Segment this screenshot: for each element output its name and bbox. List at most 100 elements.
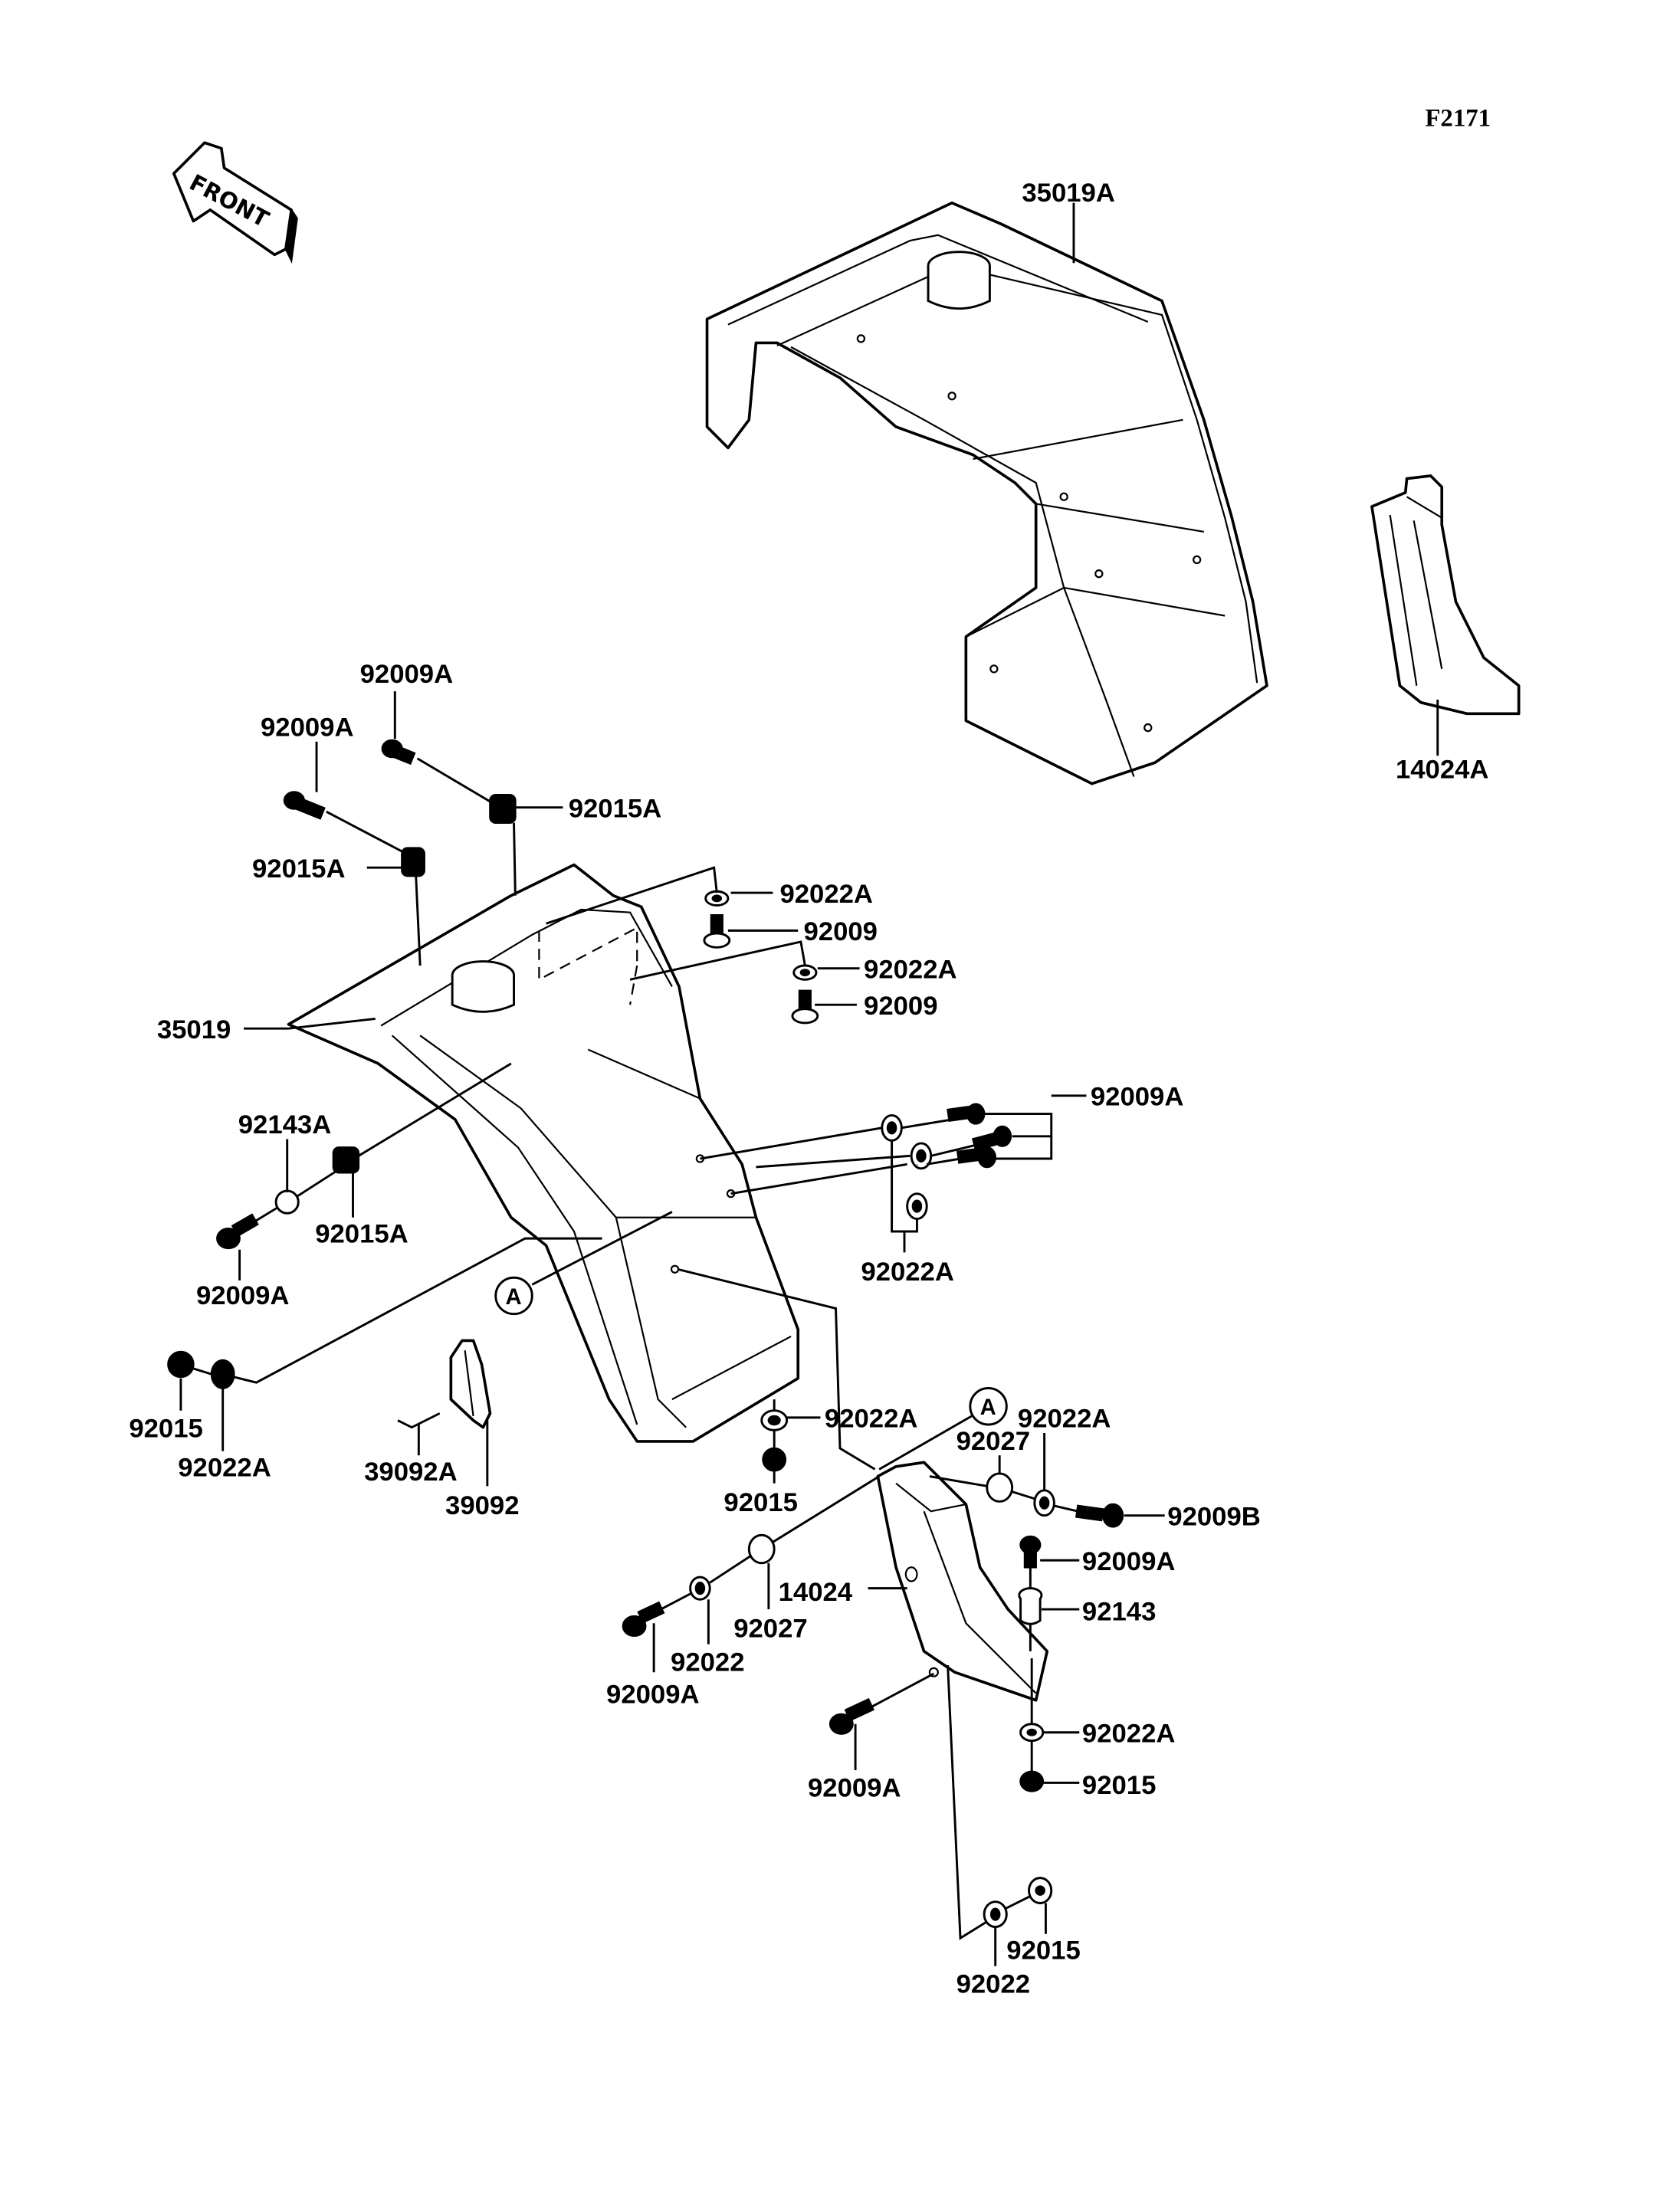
clip-icon xyxy=(449,1339,492,1429)
part-label-92015a[interactable]: 92015A xyxy=(252,854,346,884)
leader-line xyxy=(929,1475,987,1487)
part-label-92009a[interactable]: 92009A xyxy=(360,660,454,689)
leader-line xyxy=(772,1475,880,1543)
part-label-92022a[interactable]: 92022A xyxy=(861,1258,954,1287)
figure-id: F2171 xyxy=(1425,104,1491,132)
leader-line xyxy=(546,866,718,925)
rear-fender-a-drawing xyxy=(705,201,1268,785)
bolt-icon xyxy=(381,739,416,766)
part-label-92009[interactable]: 92009 xyxy=(864,992,937,1021)
reference-marker-a: A xyxy=(969,1387,1008,1426)
part-label-14024a[interactable]: 14024A xyxy=(1396,755,1489,784)
part-label-92015[interactable]: 92015 xyxy=(1082,1771,1156,1800)
leader-line xyxy=(930,1143,978,1157)
leader-line xyxy=(947,1665,991,1940)
leader-line xyxy=(358,1062,512,1157)
leader-line xyxy=(1012,1490,1035,1500)
leader-line xyxy=(531,1211,673,1286)
washer-icon xyxy=(1019,1723,1045,1743)
part-label-92022a[interactable]: 92022A xyxy=(178,1454,271,1483)
washer-icon xyxy=(983,1900,1008,1929)
leader-line xyxy=(709,1555,751,1584)
washer-icon xyxy=(906,1192,928,1221)
screw-icon xyxy=(791,989,819,1025)
part-label-92015[interactable]: 92015 xyxy=(1006,1936,1080,1966)
leader-line xyxy=(326,810,407,855)
leader-line xyxy=(901,1118,953,1130)
washer-icon xyxy=(792,964,818,981)
screw-icon xyxy=(703,914,731,949)
leader-line xyxy=(660,1592,691,1611)
part-label-92143a[interactable]: 92143A xyxy=(238,1110,332,1139)
part-label-92015a[interactable]: 92015A xyxy=(315,1220,409,1249)
reference-marker-a: A xyxy=(494,1276,533,1316)
leader-line xyxy=(677,1267,876,1471)
leader-line xyxy=(513,822,517,896)
leader-line xyxy=(878,1415,973,1471)
leader-line xyxy=(870,1672,935,1709)
part-label-39092a[interactable]: 39092A xyxy=(364,1458,458,1487)
leader-line xyxy=(416,757,494,805)
part-label-35019a[interactable]: 35019A xyxy=(1022,179,1115,208)
bolt-icon xyxy=(622,1601,665,1638)
part-label-92022a[interactable]: 92022A xyxy=(1082,1720,1176,1749)
collar-icon xyxy=(747,1533,776,1565)
fender-cover-a-drawing xyxy=(1370,474,1521,716)
nut-icon xyxy=(167,1350,195,1379)
leader-line xyxy=(251,1206,278,1225)
nut-icon xyxy=(762,1447,787,1472)
washer-icon xyxy=(689,1576,711,1601)
part-label-92022[interactable]: 92022 xyxy=(671,1648,744,1677)
part-label-92027[interactable]: 92027 xyxy=(733,1615,807,1644)
nut-icon xyxy=(332,1146,360,1174)
washer-icon xyxy=(881,1113,903,1142)
svg-text:A: A xyxy=(506,1285,522,1310)
part-label-92009b[interactable]: 92009B xyxy=(1167,1502,1261,1531)
part-label-92027[interactable]: 92027 xyxy=(956,1427,1030,1456)
collar-icon xyxy=(1018,1587,1043,1625)
part-label-39092[interactable]: 39092 xyxy=(445,1491,519,1520)
nut-icon xyxy=(1019,1770,1045,1792)
nut-icon xyxy=(1028,1877,1053,1904)
collar-icon xyxy=(274,1189,300,1215)
washer-icon xyxy=(760,1409,789,1431)
part-label-92022a[interactable]: 92022A xyxy=(864,955,957,984)
fender-cover-drawing xyxy=(876,1461,1049,1702)
part-label-92015a[interactable]: 92015A xyxy=(569,794,662,823)
leader-line xyxy=(1054,1504,1078,1513)
bolt-icon xyxy=(829,1697,874,1735)
part-label-35019[interactable]: 35019 xyxy=(157,1015,231,1044)
part-label-92022a[interactable]: 92022A xyxy=(779,880,873,909)
leader-line xyxy=(1004,1895,1032,1910)
leader-line xyxy=(629,940,806,981)
part-label-92009a[interactable]: 92009A xyxy=(606,1680,700,1709)
washer-icon xyxy=(1033,1489,1055,1517)
part-label-92009a[interactable]: 92009A xyxy=(1091,1083,1184,1112)
leader-line xyxy=(296,1170,337,1198)
bolt-icon xyxy=(1075,1503,1124,1528)
leader-line xyxy=(700,1126,883,1160)
part-label-92009a[interactable]: 92009A xyxy=(808,1774,901,1803)
part-label-92022[interactable]: 92022 xyxy=(956,1969,1030,1999)
rear-fender-drawing xyxy=(287,863,800,1443)
bolt-icon xyxy=(947,1103,986,1125)
part-label-92015[interactable]: 92015 xyxy=(724,1488,797,1517)
leader-line xyxy=(192,1237,602,1384)
svg-text:A: A xyxy=(980,1395,996,1420)
part-label-14024[interactable]: 14024 xyxy=(779,1578,853,1607)
part-label-92009a[interactable]: 92009A xyxy=(261,713,354,743)
part-label-92009[interactable]: 92009 xyxy=(804,917,878,946)
washer-icon xyxy=(704,890,730,907)
nut-icon xyxy=(401,847,425,877)
nut-icon xyxy=(489,793,517,825)
leader-line xyxy=(415,876,422,966)
leader-line xyxy=(730,1162,907,1195)
part-label-92143[interactable]: 92143 xyxy=(1082,1598,1156,1627)
part-label-92022a[interactable]: 92022A xyxy=(1018,1405,1111,1434)
part-label-92015[interactable]: 92015 xyxy=(129,1414,202,1443)
part-label-92009a[interactable]: 92009A xyxy=(196,1281,290,1310)
bolt-icon xyxy=(216,1213,259,1250)
part-label-92009a[interactable]: 92009A xyxy=(1082,1547,1176,1576)
leader-line xyxy=(891,1140,918,1233)
